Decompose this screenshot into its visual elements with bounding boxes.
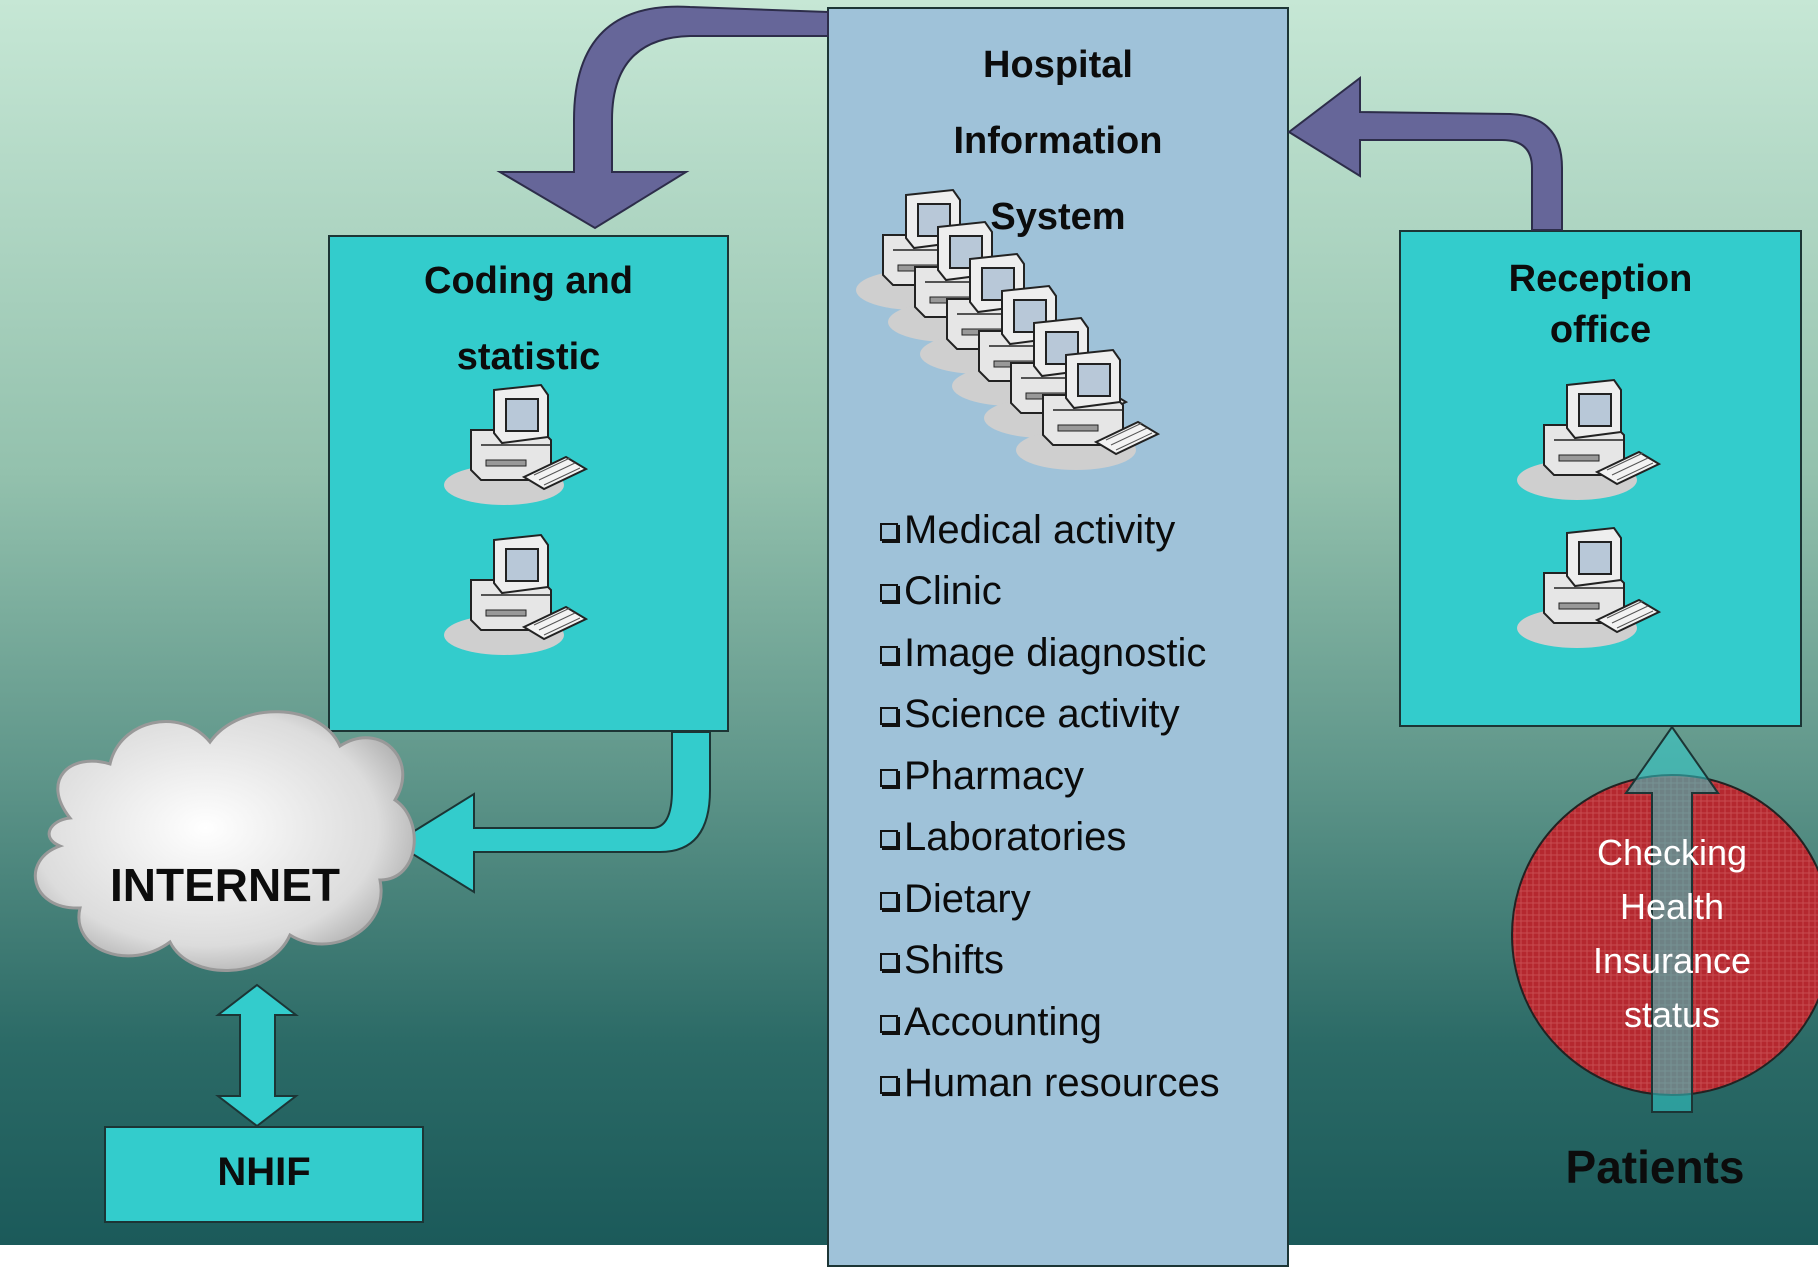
nhif-box: NHIF (104, 1126, 424, 1223)
his-title-line-1: Hospital (983, 44, 1133, 86)
coding-title-line-2: statistic (456, 336, 601, 378)
module-label: Clinic (904, 569, 1002, 613)
check-line-3: Insurance (1592, 940, 1752, 981)
his-title-line-3: System (990, 196, 1126, 238)
module-label: Science activity (904, 692, 1180, 736)
list-item: Laboratories (880, 813, 1126, 861)
check-line-1: Checking (1596, 832, 1748, 873)
reception-title: Reception office (1401, 254, 1800, 356)
reception-title-line-2: office (1549, 309, 1652, 351)
internet-cloud (33, 710, 416, 972)
insurance-check-text: Checking Health Insurance status (1512, 826, 1818, 1042)
list-item: Science activity (880, 690, 1180, 738)
his-title-line-2: Information (953, 120, 1163, 162)
patients-label: Patients (1565, 1141, 1745, 1193)
list-item: Clinic (880, 567, 1002, 615)
computer-icon (443, 534, 587, 656)
internet-label: INTERNET (110, 859, 340, 911)
module-label: Dietary (904, 877, 1031, 921)
his-title: Hospital Information System (829, 27, 1287, 255)
arrow-his-to-coding (496, 5, 829, 230)
arrow-patients-to-reception (1624, 725, 1720, 1113)
list-item: Accounting (880, 998, 1102, 1046)
list-item: Human resources (880, 1059, 1220, 1107)
list-item: Shifts (880, 936, 1004, 984)
check-line-2: Health (1619, 886, 1725, 927)
module-label: Laboratories (904, 815, 1127, 859)
server-cluster-icon (855, 189, 1159, 471)
arrow-reception-to-his (1287, 75, 1563, 231)
arrow-internet-nhif (215, 983, 299, 1128)
module-label: Pharmacy (904, 754, 1085, 798)
arrow-coding-to-internet (393, 731, 711, 894)
module-label: Accounting (904, 1000, 1102, 1044)
nhif-label: NHIF (217, 1150, 311, 1194)
computer-icon (1516, 527, 1660, 649)
module-label: Image diagnostic (904, 631, 1207, 675)
list-item: Image diagnostic (880, 629, 1206, 677)
coding-title: Coding and statistic (330, 243, 727, 395)
computer-icon (443, 384, 587, 506)
list-item: Medical activity (880, 506, 1175, 554)
computer-icon (1516, 379, 1660, 501)
his-panel: Hospital Information System (827, 7, 1289, 1267)
module-label: Medical activity (904, 508, 1176, 552)
list-item: Pharmacy (880, 752, 1084, 800)
coding-title-line-1: Coding and (424, 260, 633, 302)
list-item: Dietary (880, 875, 1031, 923)
module-label: Human resources (904, 1061, 1220, 1105)
module-label: Shifts (904, 938, 1005, 982)
reception-title-line-1: Reception (1508, 258, 1693, 300)
check-line-4: status (1623, 994, 1721, 1035)
